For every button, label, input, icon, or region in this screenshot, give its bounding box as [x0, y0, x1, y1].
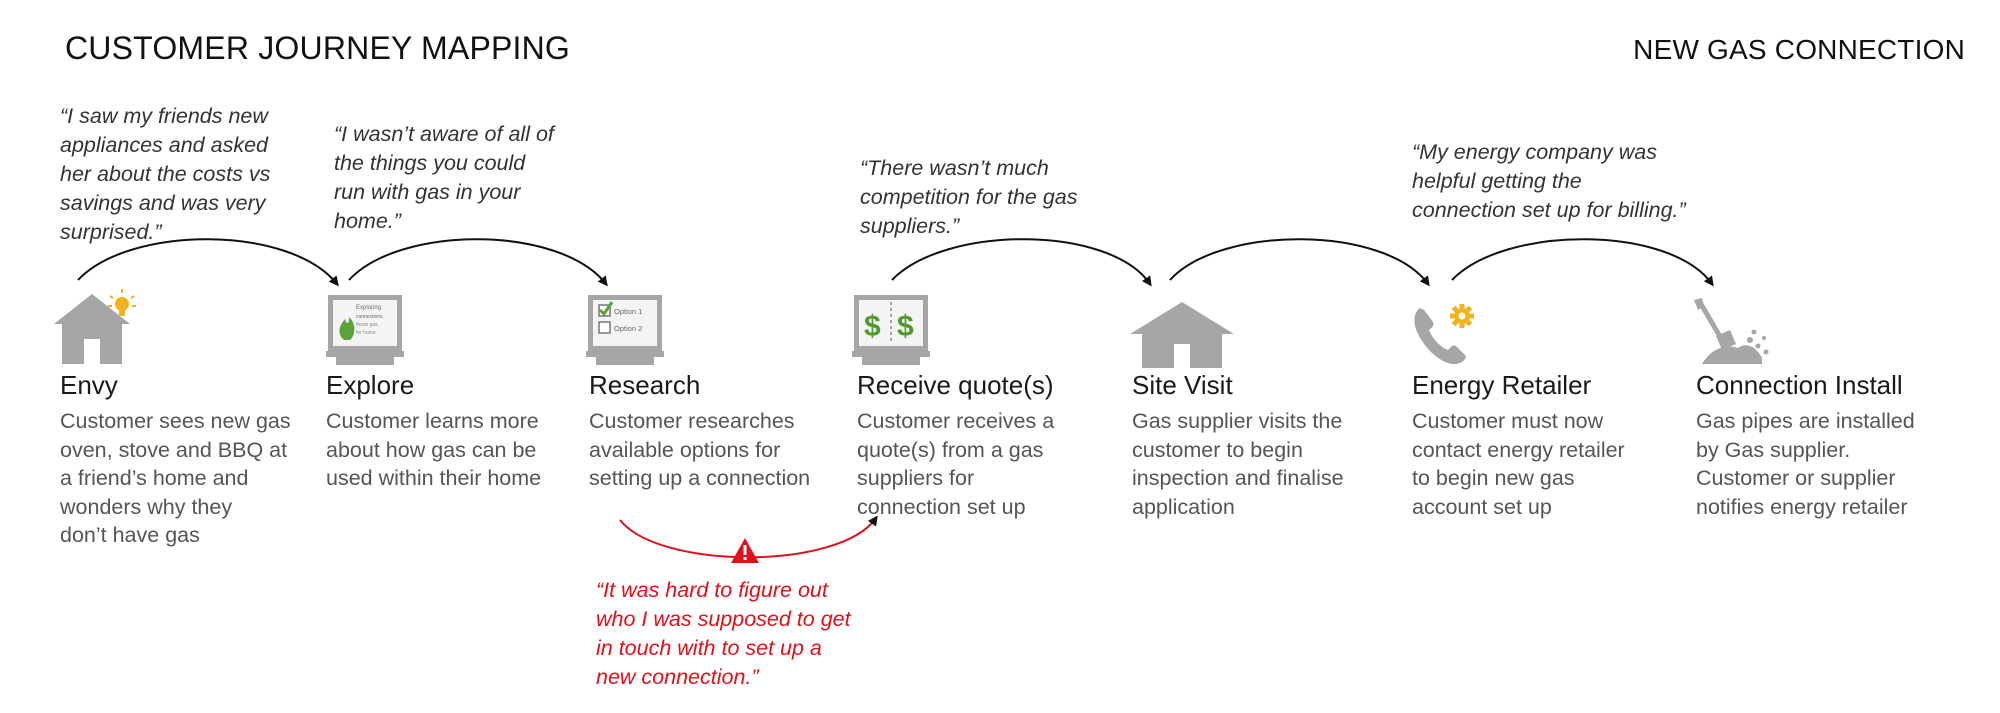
arrow-retailer-install — [1451, 238, 1714, 287]
stage-energy-retailer: Energy Retailer Customer must now contac… — [1412, 370, 1682, 521]
page-subtitle: NEW GAS CONNECTION — [1633, 34, 1965, 65]
stage-envy: Envy Customer sees new gas oven, stove a… — [60, 370, 330, 550]
house-icon — [1130, 302, 1234, 368]
laptop-flame-icon: Exploring connections those gas for home — [326, 295, 404, 365]
stage-description: Customer sees new gas oven, stove and BB… — [60, 409, 291, 547]
quote-energy-retailer: “My energy company was helpful getting t… — [1412, 140, 1686, 222]
laptop-checklist-icon: Option 1 Option 2 — [586, 295, 664, 365]
stage-name: Envy — [60, 370, 118, 400]
stage-description: Customer researches available options fo… — [589, 409, 811, 490]
stage-name: Explore — [326, 370, 415, 400]
stage-explore: Explore Customer learns more about how g… — [326, 370, 596, 493]
stage-name: Site Visit — [1132, 370, 1233, 400]
svg-text:$: $ — [864, 310, 881, 343]
stage-name: Receive quote(s) — [857, 370, 1054, 400]
stage-connection-install: Connection Install Gas pipes are install… — [1696, 370, 1966, 521]
shovel-dirt-icon — [1694, 298, 1769, 364]
laptop-dollar-icon: $ $ — [852, 295, 930, 365]
stage-name: Research — [589, 370, 701, 400]
stage-site-visit: Site Visit Gas supplier visits the custo… — [1132, 370, 1402, 521]
warning-icon — [731, 538, 759, 563]
stage-description: Gas pipes are installed by Gas supplier.… — [1696, 409, 1915, 519]
pain-point-quote: “It was hard to figure out who I was sup… — [596, 578, 851, 689]
arrow-site-visit-retailer — [1169, 238, 1430, 287]
phone-gear-icon — [1414, 304, 1474, 365]
stage-research: Research Customer researches available o… — [589, 370, 859, 493]
stage-description: Customer learns more about how gas can b… — [326, 409, 542, 490]
quote-receive-quote: “There wasn’t much competition for the g… — [860, 156, 1078, 238]
arrow-quote-site-visit — [891, 238, 1152, 287]
stage-description: Customer receives a quote(s) from a gas … — [857, 409, 1055, 519]
arrow-envy-explore — [77, 238, 339, 287]
svg-text:for home: for home — [356, 330, 376, 336]
svg-text:Exploring: Exploring — [356, 305, 381, 311]
page-title: CUSTOMER JOURNEY MAPPING — [65, 30, 571, 66]
stage-receive-quote: Receive quote(s) Customer receives a quo… — [857, 370, 1127, 521]
arrow-explore-research — [348, 238, 608, 287]
stage-description: Gas supplier visits the customer to begi… — [1132, 409, 1344, 519]
svg-text:those gas: those gas — [356, 322, 378, 328]
svg-text:connections: connections — [356, 314, 383, 320]
stage-description: Customer must now contact energy retaile… — [1412, 409, 1625, 519]
house-lightbulb-icon — [54, 289, 136, 364]
svg-text:Option 2: Option 2 — [614, 324, 642, 333]
stage-name: Connection Install — [1696, 370, 1903, 400]
svg-text:$: $ — [897, 310, 914, 343]
svg-text:Option 1: Option 1 — [614, 307, 642, 316]
quote-envy: “I saw my friends new appliances and ask… — [60, 104, 271, 244]
stage-name: Energy Retailer — [1412, 370, 1592, 400]
quote-explore: “I wasn’t aware of all of the things you… — [334, 122, 554, 233]
